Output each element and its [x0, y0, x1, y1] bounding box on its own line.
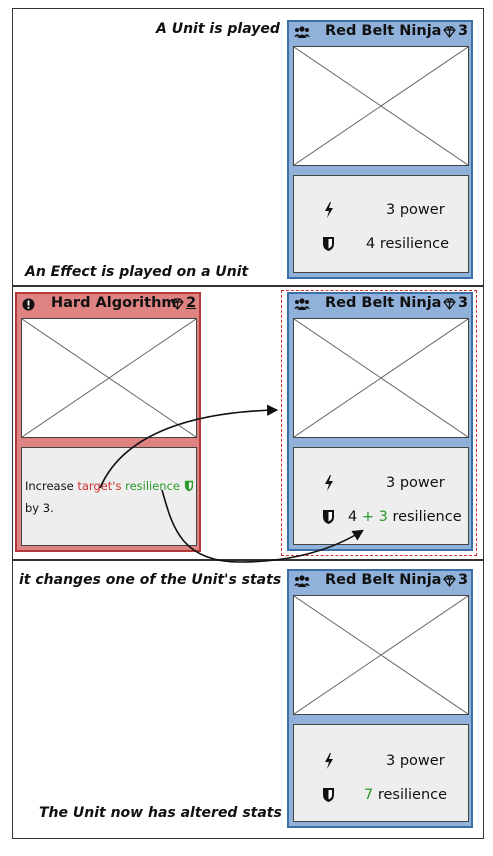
card-stats: 3 power 4 + 3 resilience [293, 447, 469, 545]
power-stat: 3 power [386, 475, 445, 491]
resilience-value: 7 [364, 787, 374, 803]
effect-text-target: target's [77, 479, 122, 493]
power-label: power [399, 475, 445, 491]
shield-icon [322, 236, 335, 252]
gem-icon [443, 298, 456, 310]
card-name: Red Belt Ninja [325, 295, 442, 311]
power-stat: 3 power [386, 202, 445, 218]
effect-text-box: Increase target's resilience by 3. [21, 447, 197, 546]
unit-card[interactable]: Red Belt Ninja 3 3 power 4 resilience [287, 20, 473, 279]
effect-text-stat: resilience [125, 479, 180, 493]
target-unit-card[interactable]: Red Belt Ninja 3 3 power 4 + 3 resilienc… [287, 292, 473, 551]
card-header: Red Belt Ninja 3 [289, 571, 471, 593]
effect-description: Increase target's resilience by 3. [25, 475, 197, 519]
caption-altered-stats: The Unit now has altered stats [39, 805, 282, 821]
shield-icon [184, 480, 194, 492]
card-image-placeholder [293, 318, 469, 438]
power-value: 3 [386, 753, 396, 769]
card-name: Red Belt Ninja [325, 572, 442, 588]
caption-effect-played: An Effect is played on a Unit [25, 264, 249, 280]
card-header: Hard Algorithm 2 [17, 294, 199, 316]
card-cost: 3 [458, 295, 469, 311]
gem-icon [443, 26, 456, 38]
resilience-stat: 7 resilience [364, 787, 447, 803]
resilience-label: resilience [377, 787, 448, 803]
target-highlight [281, 290, 477, 556]
effect-card-name: Hard Algorithm [51, 295, 177, 311]
group-icon [294, 574, 310, 588]
effect-card-cost: 2 [186, 295, 197, 311]
card-image-placeholder [293, 595, 469, 715]
exclamation-circle-icon [22, 298, 35, 311]
resilience-label: resilience [379, 236, 450, 252]
lightning-icon [324, 475, 334, 491]
unit-card-altered[interactable]: Red Belt Ninja 3 3 power 7 resilience [287, 569, 473, 828]
gem-icon [443, 575, 456, 587]
card-stats: 3 power 7 resilience [293, 724, 469, 822]
resilience-value: 4 [366, 236, 376, 252]
card-header: Red Belt Ninja 3 [289, 294, 471, 316]
gem-icon [171, 298, 184, 310]
group-icon [294, 297, 310, 311]
caption-stats-change: it changes one of the Unit's stats [19, 572, 282, 588]
resilience-bonus: + 3 [361, 509, 388, 525]
panel-unit-played: A Unit is played An Effect is played on … [12, 8, 484, 286]
power-label: power [399, 753, 445, 769]
card-name: Red Belt Ninja [325, 23, 442, 39]
resilience-label: resilience [392, 509, 462, 525]
power-label: power [399, 202, 445, 218]
panel-stats-changed: it changes one of the Unit's stats The U… [12, 560, 484, 839]
panel-effect-played: Hard Algorithm 2 Increase target's resil… [12, 286, 484, 560]
card-cost: 3 [458, 572, 469, 588]
card-header: Red Belt Ninja 3 [289, 22, 471, 44]
effect-text-suffix: by 3. [25, 501, 54, 515]
effect-text-prefix: Increase [25, 479, 74, 493]
card-cost: 3 [458, 23, 469, 39]
caption-unit-played: A Unit is played [156, 21, 280, 37]
card-stats: 3 power 4 resilience [293, 175, 469, 273]
power-value: 3 [386, 202, 396, 218]
lightning-icon [324, 753, 334, 769]
resilience-stat: 4 + 3 resilience [348, 509, 462, 525]
power-stat: 3 power [386, 753, 445, 769]
resilience-value: 4 [348, 509, 358, 525]
resilience-stat: 4 resilience [366, 236, 449, 252]
shield-icon [322, 787, 335, 803]
effect-card[interactable]: Hard Algorithm 2 Increase target's resil… [15, 292, 201, 552]
power-value: 3 [386, 475, 396, 491]
card-image-placeholder [293, 46, 469, 166]
card-image-placeholder [21, 318, 197, 438]
lightning-icon [324, 202, 334, 218]
shield-icon [322, 509, 335, 525]
group-icon [294, 25, 310, 39]
